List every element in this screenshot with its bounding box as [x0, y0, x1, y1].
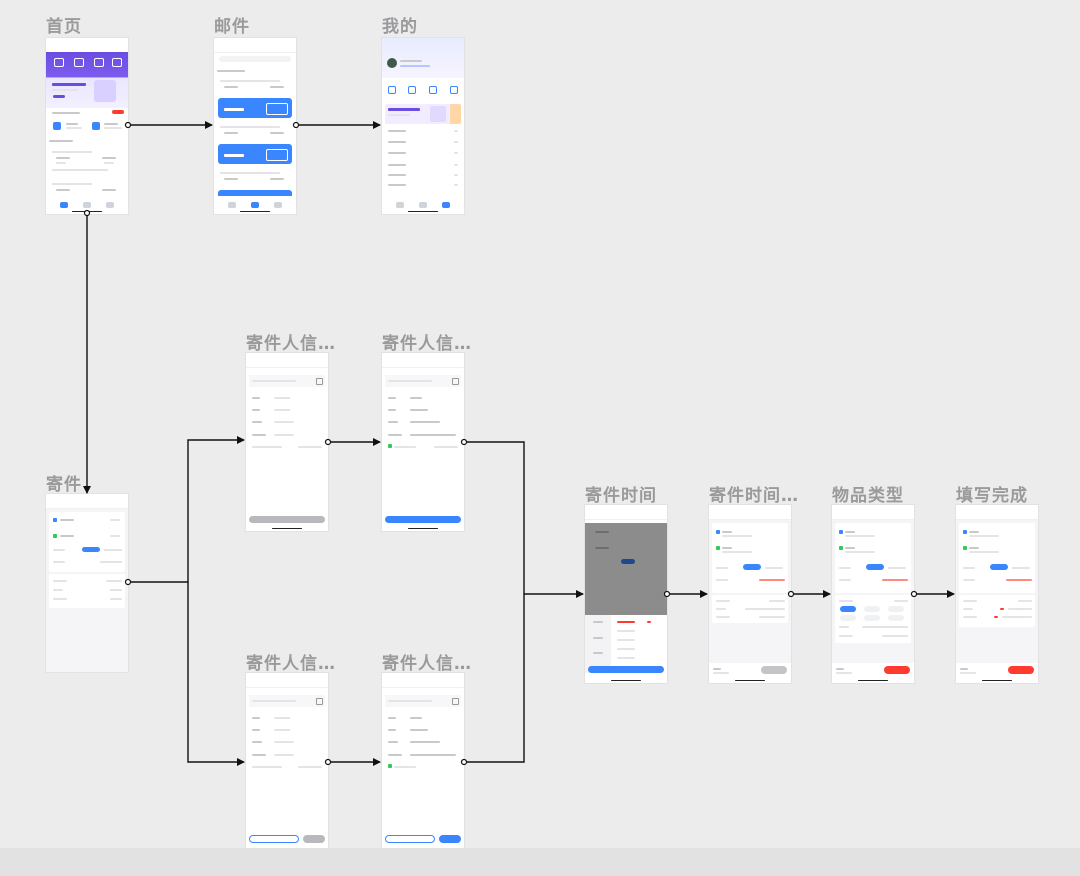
tab-mine[interactable]: [106, 202, 114, 208]
tab-mine[interactable]: [442, 202, 450, 208]
item-type-chip-selected[interactable]: [840, 606, 856, 612]
frame-title-send: 寄件: [46, 475, 82, 495]
phone-sender-info-2[interactable]: [382, 353, 464, 531]
search-input[interactable]: [219, 56, 291, 62]
save-button[interactable]: [249, 516, 325, 523]
paste-icon[interactable]: [452, 698, 459, 705]
item-type-chip[interactable]: [864, 606, 880, 612]
save-button[interactable]: [303, 835, 325, 843]
tab-mail[interactable]: [251, 202, 259, 208]
item-type-chip[interactable]: [888, 606, 904, 612]
frame-title-mail: 邮件: [214, 17, 250, 37]
submit-button[interactable]: [884, 666, 910, 674]
tab-home[interactable]: [228, 202, 236, 208]
tab-mine[interactable]: [274, 202, 282, 208]
banner-illustration: [94, 80, 116, 102]
phone-sender-info-4[interactable]: [382, 673, 464, 851]
tab-home[interactable]: [60, 202, 68, 208]
confirm-button[interactable]: [588, 666, 664, 673]
paste-icon[interactable]: [316, 378, 323, 385]
save-button[interactable]: [439, 835, 461, 843]
bottom-toolbar: [0, 848, 1080, 876]
phone-send-time-2[interactable]: [709, 505, 791, 683]
avatar[interactable]: [387, 58, 397, 68]
phone-item-type[interactable]: [832, 505, 914, 683]
mail-card-button[interactable]: [266, 103, 288, 115]
tab-home[interactable]: [396, 202, 404, 208]
frame-title-send-time-1: 寄件时间: [585, 486, 657, 506]
frame-title-send-time-2: 寄件时间…: [709, 486, 799, 506]
submit-button[interactable]: [761, 666, 787, 674]
connector-info2-time: [464, 441, 525, 594]
tab-mail[interactable]: [83, 202, 91, 208]
status-badge: [112, 110, 124, 114]
phone-sender-info-3[interactable]: [246, 673, 328, 851]
save-button[interactable]: [385, 516, 461, 523]
phone-send-time-1[interactable]: [585, 505, 667, 683]
frame-title-sender-info-4: 寄件人信…: [382, 654, 472, 674]
frame-title-home: 首页: [46, 17, 82, 37]
paste-icon[interactable]: [316, 698, 323, 705]
package-icon: [74, 58, 84, 67]
phone-send[interactable]: [46, 494, 128, 672]
frame-title-sender-info-3: 寄件人信…: [246, 654, 336, 674]
mail-card-button-2[interactable]: [266, 149, 288, 161]
receive-icon[interactable]: [92, 122, 100, 130]
wallet-icon[interactable]: [408, 86, 416, 94]
tab-mail[interactable]: [419, 202, 427, 208]
phone-filled-done[interactable]: [956, 505, 1038, 683]
send-icon[interactable]: [53, 122, 61, 130]
coupon-icon[interactable]: [429, 86, 437, 94]
submit-button[interactable]: [1008, 666, 1034, 674]
frame-title-item-type: 物品类型: [832, 486, 904, 506]
phone-mail[interactable]: [214, 38, 296, 214]
card-icon: [94, 58, 104, 67]
default-check-icon[interactable]: [388, 764, 392, 768]
modal-overlay[interactable]: [585, 523, 667, 615]
sender-icon: [53, 518, 57, 522]
connector-info4-time: [464, 590, 584, 763]
connector-send-sender-info-3: [187, 582, 245, 766]
delete-button[interactable]: [249, 835, 299, 843]
connector-send-sender-info-1: [128, 436, 245, 583]
frame-title-sender-info-2: 寄件人信…: [382, 334, 472, 354]
default-check-icon[interactable]: [388, 444, 392, 448]
delete-button[interactable]: [385, 835, 435, 843]
frame-title-mine: 我的: [382, 17, 418, 37]
orders-icon[interactable]: [388, 86, 396, 94]
pickup-option[interactable]: [82, 547, 100, 552]
address-icon[interactable]: [450, 86, 458, 94]
phone-home[interactable]: [46, 38, 128, 214]
frame-title-filled-done: 填写完成: [956, 486, 1028, 506]
phone-mine[interactable]: [382, 38, 464, 214]
receiver-icon: [53, 534, 57, 538]
frame-title-sender-info-1: 寄件人信…: [246, 334, 336, 354]
shop-icon: [112, 58, 122, 67]
scan-icon: [54, 58, 64, 67]
paste-icon[interactable]: [452, 378, 459, 385]
phone-sender-info-1[interactable]: [246, 353, 328, 531]
